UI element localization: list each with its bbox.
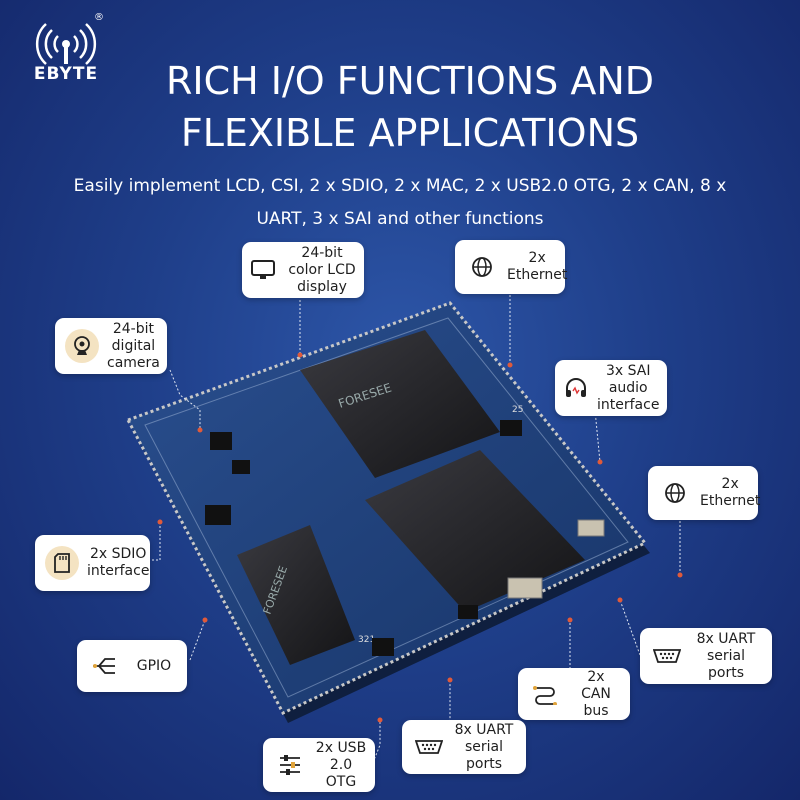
ebyte-logo: ® EBYTE — [12, 12, 120, 84]
registered-mark: ® — [94, 12, 104, 23]
memory-chip-left — [237, 525, 355, 665]
component — [210, 432, 232, 450]
component — [372, 638, 394, 656]
title-line-1: RICH I/O FUNCTIONS AND — [165, 59, 655, 103]
camera-icon — [65, 329, 99, 363]
can-bus-icon — [528, 677, 562, 711]
callout-text: interface — [597, 396, 660, 413]
callout-text: serial ports — [464, 738, 504, 772]
serial-port-icon — [650, 639, 684, 673]
monitor-icon — [246, 253, 280, 287]
board-label-321: 321 — [358, 635, 375, 645]
callout-can-bus: 2x CAN bus — [518, 668, 630, 720]
component — [500, 420, 522, 436]
subtitle: Easily implement LCD, CSI, 2 x SDIO, 2 x… — [30, 170, 770, 236]
component — [232, 460, 250, 474]
callout-text: serial ports — [706, 647, 746, 681]
gpio-icon — [87, 649, 121, 683]
crystal — [507, 577, 543, 599]
callout-sai-audio: 3x SAI audio interface — [555, 360, 667, 416]
subtitle-line-2: UART, 3 x SAI and other functions — [256, 209, 544, 229]
callout-text: Ethernet — [700, 493, 761, 509]
component — [205, 505, 231, 525]
component — [458, 605, 478, 619]
globe-icon — [465, 250, 499, 284]
serial-port-icon — [412, 730, 446, 764]
callout-text: display — [297, 278, 347, 295]
callout-ethernet-top: 2x Ethernet — [455, 240, 568, 294]
callout-text: 2x — [721, 476, 739, 492]
callout-gpio: GPIO — [77, 640, 187, 692]
usb-sliders-icon — [273, 748, 307, 782]
callout-lcd: 24-bit color LCD display — [242, 242, 364, 298]
callout-text: 24-bit — [112, 320, 154, 337]
processor-chip — [365, 450, 585, 612]
callout-text: camera — [107, 354, 160, 371]
callout-uart-right: 8x UART serial ports — [640, 628, 772, 684]
callout-ethernet-right: 2x Ethernet — [648, 466, 761, 520]
callout-text: interface — [87, 563, 150, 579]
callout-text: audio — [608, 379, 648, 396]
page-title: RICH I/O FUNCTIONS AND FLEXIBLE APPLICAT… — [60, 55, 760, 159]
callout-text: 8x UART — [454, 721, 514, 738]
crystal — [577, 519, 605, 537]
globe-icon — [658, 476, 692, 510]
title-line-2: FLEXIBLE APPLICATIONS — [180, 111, 640, 155]
callout-text: 24-bit — [301, 244, 343, 261]
sd-card-icon — [45, 546, 79, 580]
callout-text: color LCD — [288, 261, 356, 278]
callout-text: 3x SAI — [605, 362, 651, 379]
callout-text: 2.0 OTG — [325, 756, 357, 790]
callout-uart-bottom: 8x UART serial ports — [402, 720, 526, 774]
callout-text: 2x USB — [315, 739, 367, 756]
board-label-25: 25 — [512, 405, 523, 415]
callout-text: 2x — [587, 668, 605, 685]
callout-text: 8x UART — [696, 630, 756, 647]
callout-text: digital — [111, 337, 156, 354]
callout-sdio: 2x SDIO interface — [35, 535, 150, 591]
callout-usb-otg: 2x USB 2.0 OTG — [263, 738, 375, 792]
callout-text: GPIO — [136, 657, 172, 674]
headphones-icon — [559, 371, 593, 405]
memory-chip-top — [300, 330, 500, 478]
brand-name: EBYTE — [33, 64, 99, 84]
callout-text: CAN bus — [581, 685, 611, 719]
callout-text: 2x SDIO — [89, 546, 147, 562]
callout-text: Ethernet — [507, 267, 568, 283]
antenna-icon — [35, 23, 97, 65]
subtitle-line-1: Easily implement LCD, CSI, 2 x SDIO, 2 x… — [73, 176, 727, 196]
callout-camera: 24-bit digital camera — [55, 318, 167, 374]
callout-text: 2x — [528, 250, 546, 266]
